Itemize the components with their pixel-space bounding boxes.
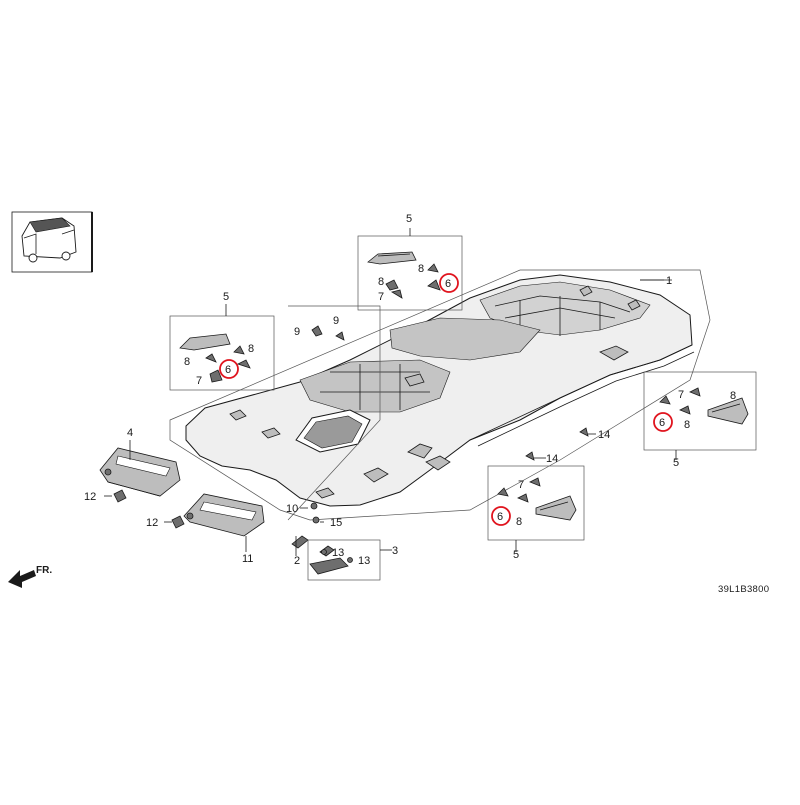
callout-5-top: 5	[406, 213, 412, 225]
leader-lines	[104, 228, 677, 556]
clip-14-a	[579, 427, 589, 437]
sunvisor-holder-12a	[113, 489, 127, 503]
callout-8-a2: 8	[418, 263, 424, 275]
callout-5-right: 5	[673, 457, 679, 469]
callout-11: 11	[242, 553, 253, 565]
callout-5-left: 5	[223, 291, 229, 303]
callout-14-b: 14	[546, 453, 558, 465]
vehicle-location-icon	[11, 211, 93, 273]
highlight-circle-6-top	[439, 273, 459, 293]
screw-13-a	[321, 549, 327, 555]
callout-6-b: 6	[225, 364, 231, 376]
callout-10: 10	[286, 503, 298, 515]
callout-8-d2: 8	[516, 516, 522, 528]
callout-8-c: 8	[684, 419, 690, 431]
callout-labels: 1 2 3 4 5 5 5 5 6 6 6 6 7 7 7 7 8 8 8 8 …	[84, 213, 736, 567]
highlight-circle-6-bottom	[491, 506, 511, 526]
map-light	[291, 535, 309, 549]
callout-8-d1: 8	[730, 390, 736, 402]
callout-9-b: 9	[333, 315, 339, 327]
callout-4: 4	[127, 427, 133, 439]
callout-13-b: 13	[358, 555, 370, 567]
assist-grip-left-front	[169, 315, 275, 391]
assist-grip-rear-top	[357, 235, 463, 311]
callout-2: 2	[294, 555, 300, 567]
sunvisor-left	[99, 447, 181, 497]
front-arrow-icon	[8, 570, 36, 588]
roof-lining	[185, 274, 695, 507]
callout-8-a1: 8	[378, 276, 384, 288]
clip-9-a	[311, 325, 323, 337]
assist-grip-right-rear	[643, 371, 757, 451]
sunvisor-right	[183, 493, 265, 537]
callout-6-c: 6	[659, 417, 665, 429]
screw-10	[310, 502, 318, 510]
callout-14-a: 14	[598, 429, 610, 441]
roof-lining-outline	[169, 269, 711, 521]
callout-6-d: 6	[497, 511, 503, 523]
callout-3: 3	[392, 545, 398, 557]
callout-1: 1	[666, 275, 672, 287]
sunvisor-holder-12b	[171, 515, 185, 529]
clip-9-b	[335, 331, 345, 341]
diagram-code: 39L1B3800	[718, 584, 769, 595]
callout-8-b1: 8	[184, 356, 190, 368]
callout-9-a: 9	[294, 326, 300, 338]
highlight-circle-6-left	[219, 359, 239, 379]
highlight-circle-6-right	[653, 412, 673, 432]
callout-5-bottom: 5	[513, 549, 519, 561]
clip-14-b	[525, 451, 535, 461]
screw-15	[312, 516, 320, 524]
callout-15: 15	[330, 517, 342, 529]
callout-6-a: 6	[445, 278, 451, 290]
callout-7-d: 7	[518, 479, 524, 491]
assist-grip-right-front	[487, 465, 585, 541]
callout-7-c: 7	[678, 389, 684, 401]
callout-13-a: 13	[332, 547, 344, 559]
front-marker-label: FR.	[36, 565, 52, 576]
callout-8-b2: 8	[248, 343, 254, 355]
screw-13-b	[347, 557, 353, 563]
callout-7-a: 7	[378, 291, 384, 303]
callout-12-b: 12	[146, 517, 158, 529]
callout-12-a: 12	[84, 491, 96, 503]
callout-7-b: 7	[196, 375, 202, 387]
